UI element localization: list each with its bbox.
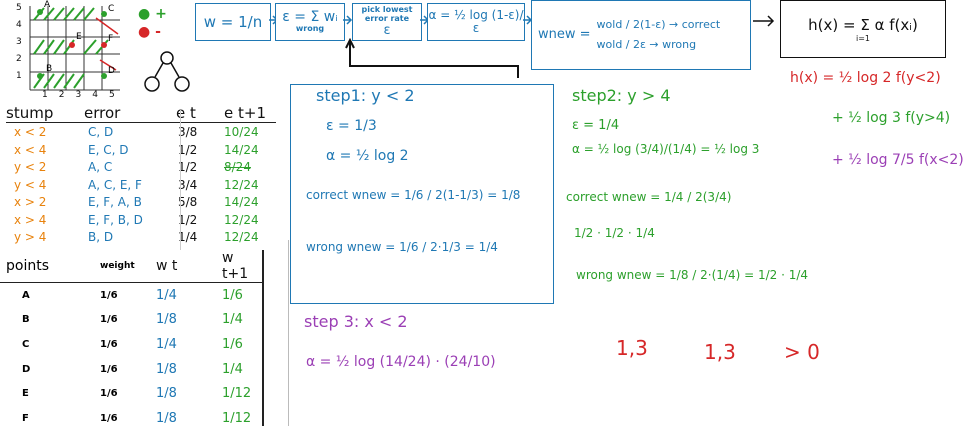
step3-title: step 3: x < 2 (304, 312, 408, 331)
flow-box-init-weights: w = 1/n (195, 3, 271, 41)
step1-alpha: α = ½ log 2 (326, 148, 409, 164)
final-h-line1: h(x) = ½ log 2 f(y<2) (790, 70, 941, 86)
table-row: y > 4 B, D 1/4 12/24 (14, 230, 259, 244)
step2-correct-b: 1/2 · 1/2 · 1/4 (574, 226, 655, 240)
points-table-right-border (262, 250, 264, 426)
step2-title: step2: y > 4 (572, 86, 671, 105)
step2-epsilon: ε = 1/4 (572, 118, 620, 133)
wnew-correct: wold / 2(1-ε) → correct (596, 17, 721, 31)
step2-correct: correct wnew = 1/4 / 2(3/4) (566, 190, 732, 204)
point-label-a: A (44, 0, 51, 10)
loop-arrow (345, 38, 519, 78)
x-tick: 1 (42, 90, 48, 100)
bottom-value-a: 1,3 (616, 336, 648, 360)
flow-box-wnew: wnew = wold / 2(1-ε) → correct wold / 2ε… (531, 0, 751, 70)
y-tick: 1 (16, 71, 22, 81)
table-row: A 1/6 1/4 1/6 (22, 287, 243, 303)
table-row: C 1/6 1/4 1/6 (22, 336, 243, 352)
stump-table-divider (180, 110, 181, 250)
header-et: e t (176, 104, 196, 122)
final-h-line3: + ½ log 7/5 f(x<2) (832, 152, 964, 168)
points-table: points weight w t w t+1 A 1/6 1/4 1/6 B … (0, 250, 262, 431)
flow-box-pick-lowest: pick lowest error rate ε (352, 3, 422, 41)
step1-wrong: wrong wnew = 1/6 / 2·1/3 = 1/4 (306, 240, 498, 254)
header-et1: e t+1 (224, 104, 266, 122)
step1-epsilon: ε = 1/3 (326, 118, 377, 134)
bottom-value-b: 1,3 (704, 340, 736, 364)
point-label-f: F (108, 34, 114, 44)
y-tick: 3 (16, 37, 22, 47)
x-tick-labels: 1 2 3 4 5 (42, 90, 115, 100)
final-h-line2: + ½ log 3 f(y>4) (832, 110, 951, 126)
header-weight: weight (100, 261, 135, 271)
table-row: x < 4 E, C, D 1/2 14/24 (14, 142, 259, 157)
vertical-divider (288, 240, 289, 426)
scatter-grid (29, 6, 120, 91)
step1-correct: correct wnew = 1/6 / 2(1-1/3) = 1/8 (306, 188, 521, 202)
legend-plus: ● + (138, 6, 167, 22)
flow-box-final-hypothesis: h(x) = Σ α f(xᵢ) i=1 (780, 0, 946, 58)
table-row: x < 2 C, D 3/8 10/24 (14, 125, 259, 139)
header-wt1: w t+1 (222, 250, 249, 282)
wnew-wrong: wold / 2ε → wrong (596, 38, 697, 51)
y-tick: 2 (16, 54, 22, 64)
y-tick: 4 (16, 20, 22, 30)
point-label-d: D (108, 66, 115, 76)
step2-wrong: wrong wnew = 1/8 / 2·(1/4) = 1/2 · 1/4 (576, 268, 809, 282)
header-stump: stump (6, 104, 54, 122)
table-row: y < 4 A, C, E, F 3/4 12/24 (14, 177, 259, 192)
stump-table-body: x < 2 C, D 3/8 10/24 x < 4 E, C, D 1/2 1… (14, 124, 276, 244)
flow-box-error-sum: ε = Σ wᵢ wrong (275, 3, 345, 41)
point-label-e: E (76, 32, 82, 42)
table-row: E 1/6 1/8 1/12 (22, 386, 252, 402)
y-tick-labels: 5 4 3 2 1 (16, 0, 22, 85)
table-row: x > 2 E, F, A, B 5/8 14/24 (14, 195, 259, 209)
flow-arrow (343, 15, 353, 25)
header-error: error (84, 104, 121, 122)
x-tick: 2 (58, 90, 65, 100)
point-label-c: C (108, 4, 115, 14)
point-label-b: B (46, 64, 53, 74)
bottom-value-c: > 0 (784, 340, 820, 364)
header-points: points (6, 258, 49, 274)
step2-alpha: α = ½ log (3/4)/(1/4) = ½ log 3 (572, 142, 760, 156)
step3-alpha: α = ½ log (14/24) · (24/10) (306, 354, 496, 370)
step1-panel (290, 84, 554, 304)
header-wt: w t (156, 258, 178, 274)
x-tick: 3 (75, 90, 82, 100)
y-tick: 5 (16, 3, 22, 13)
table-row: D 1/6 1/8 1/4 (22, 361, 243, 377)
table-row: B 1/6 1/8 1/4 (22, 312, 243, 328)
stump-table-header: stump error e t e t+1 (6, 104, 276, 123)
x-tick: 5 (108, 90, 115, 100)
step1-title: step1: y < 2 (316, 86, 415, 105)
table-row: F 1/6 1/8 1/12 (22, 410, 252, 426)
legend-minus: ● - (138, 24, 161, 40)
tree-sketch (144, 51, 190, 92)
x-tick: 4 (92, 90, 98, 100)
flow-box-alpha: α = ½ log (1-ε)/ε (427, 3, 525, 41)
table-row: x > 4 E, F, B, D 1/2 12/24 (14, 212, 259, 227)
points-table-header: points weight w t w t+1 (0, 250, 262, 283)
table-row: y < 2 A, C 1/2 8/24 (14, 160, 251, 174)
flow-arrow (753, 15, 775, 27)
